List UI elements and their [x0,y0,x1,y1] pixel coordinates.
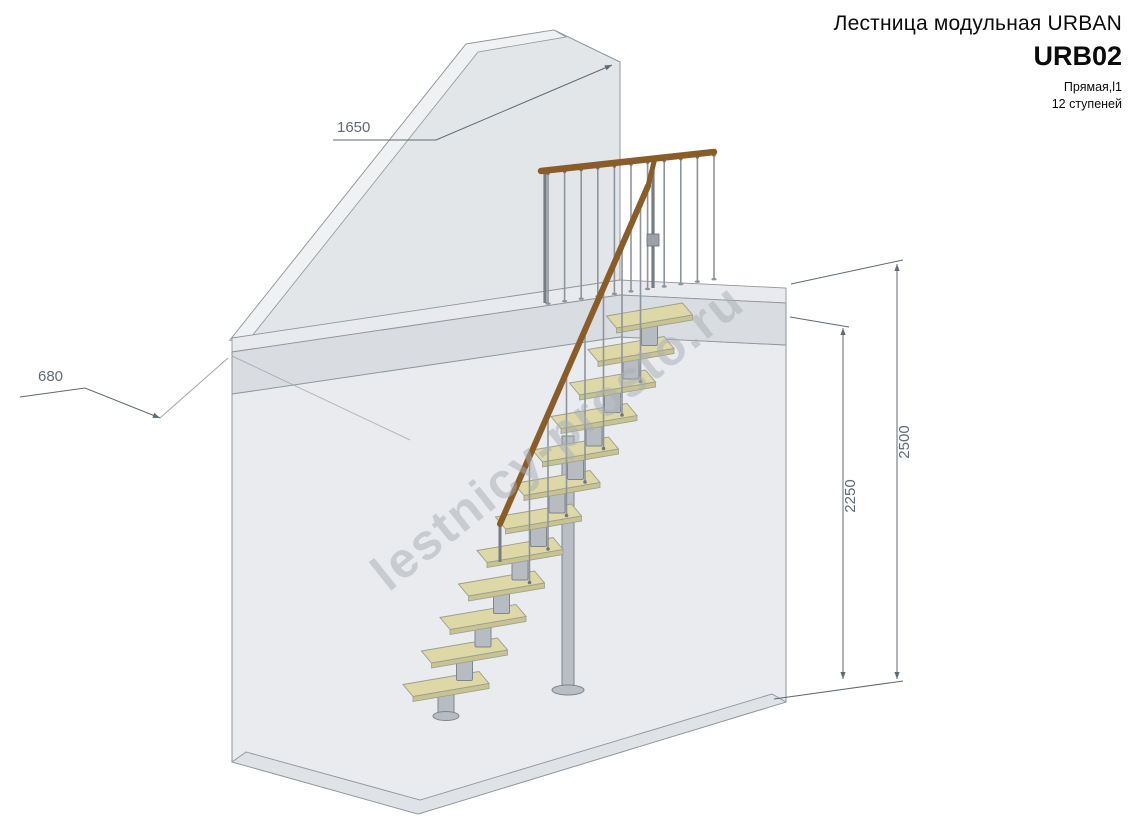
dim-2250-label: 2250 [842,479,859,512]
baluster-foot [678,282,684,286]
baluster-foot [611,292,618,296]
baluster-joint [527,580,532,585]
baluster-joint [583,480,587,484]
baluster-foot [578,297,584,300]
baluster-foot [694,280,701,283]
dim-ext-bottom [773,680,904,700]
baluster-foot [661,285,667,288]
dim-2500-label: 2500 [896,425,913,458]
room-structure [228,29,788,815]
dim-1650-label: 1650 [337,119,370,136]
stair-type: Прямая,l1 [1063,80,1122,95]
baluster-foot [545,302,551,305]
dim-2250-ext-top [789,316,850,328]
dimensions: 1650 680 2500 2250 [19,64,913,700]
base-plate [432,711,460,721]
steps-count: 12 ступеней [1051,96,1122,111]
product-series: Лестница модульная URBAN [833,12,1122,35]
rail-bracket [646,233,660,247]
baluster-foot [562,299,568,303]
title-block: Лестница модульная URBAN URB02 Прямая,l1… [834,12,1122,111]
baluster-foot [711,277,717,281]
dim-680-leader [19,387,161,419]
floor-slab [230,693,788,815]
column-base-plate [551,684,585,696]
baluster-foot [628,290,634,293]
baluster-joint [564,513,569,518]
staircase [402,148,718,721]
landing-handrail [537,148,718,175]
stair-tread [605,302,694,329]
wall-detail-line [231,355,411,441]
model-code: URB02 [1033,41,1122,72]
handrail-transition [645,155,658,189]
dim-2500-ext-top [790,259,904,285]
baluster-foot [645,287,651,291]
baluster-joint [601,446,606,451]
baluster-joint [638,379,643,384]
dim-680-extension [159,357,229,419]
dim-680-label: 680 [38,368,63,385]
baluster-joint [620,413,624,417]
dim-1650-leader [333,64,613,141]
flight-handrail [497,183,651,527]
baluster-joint [546,547,550,551]
